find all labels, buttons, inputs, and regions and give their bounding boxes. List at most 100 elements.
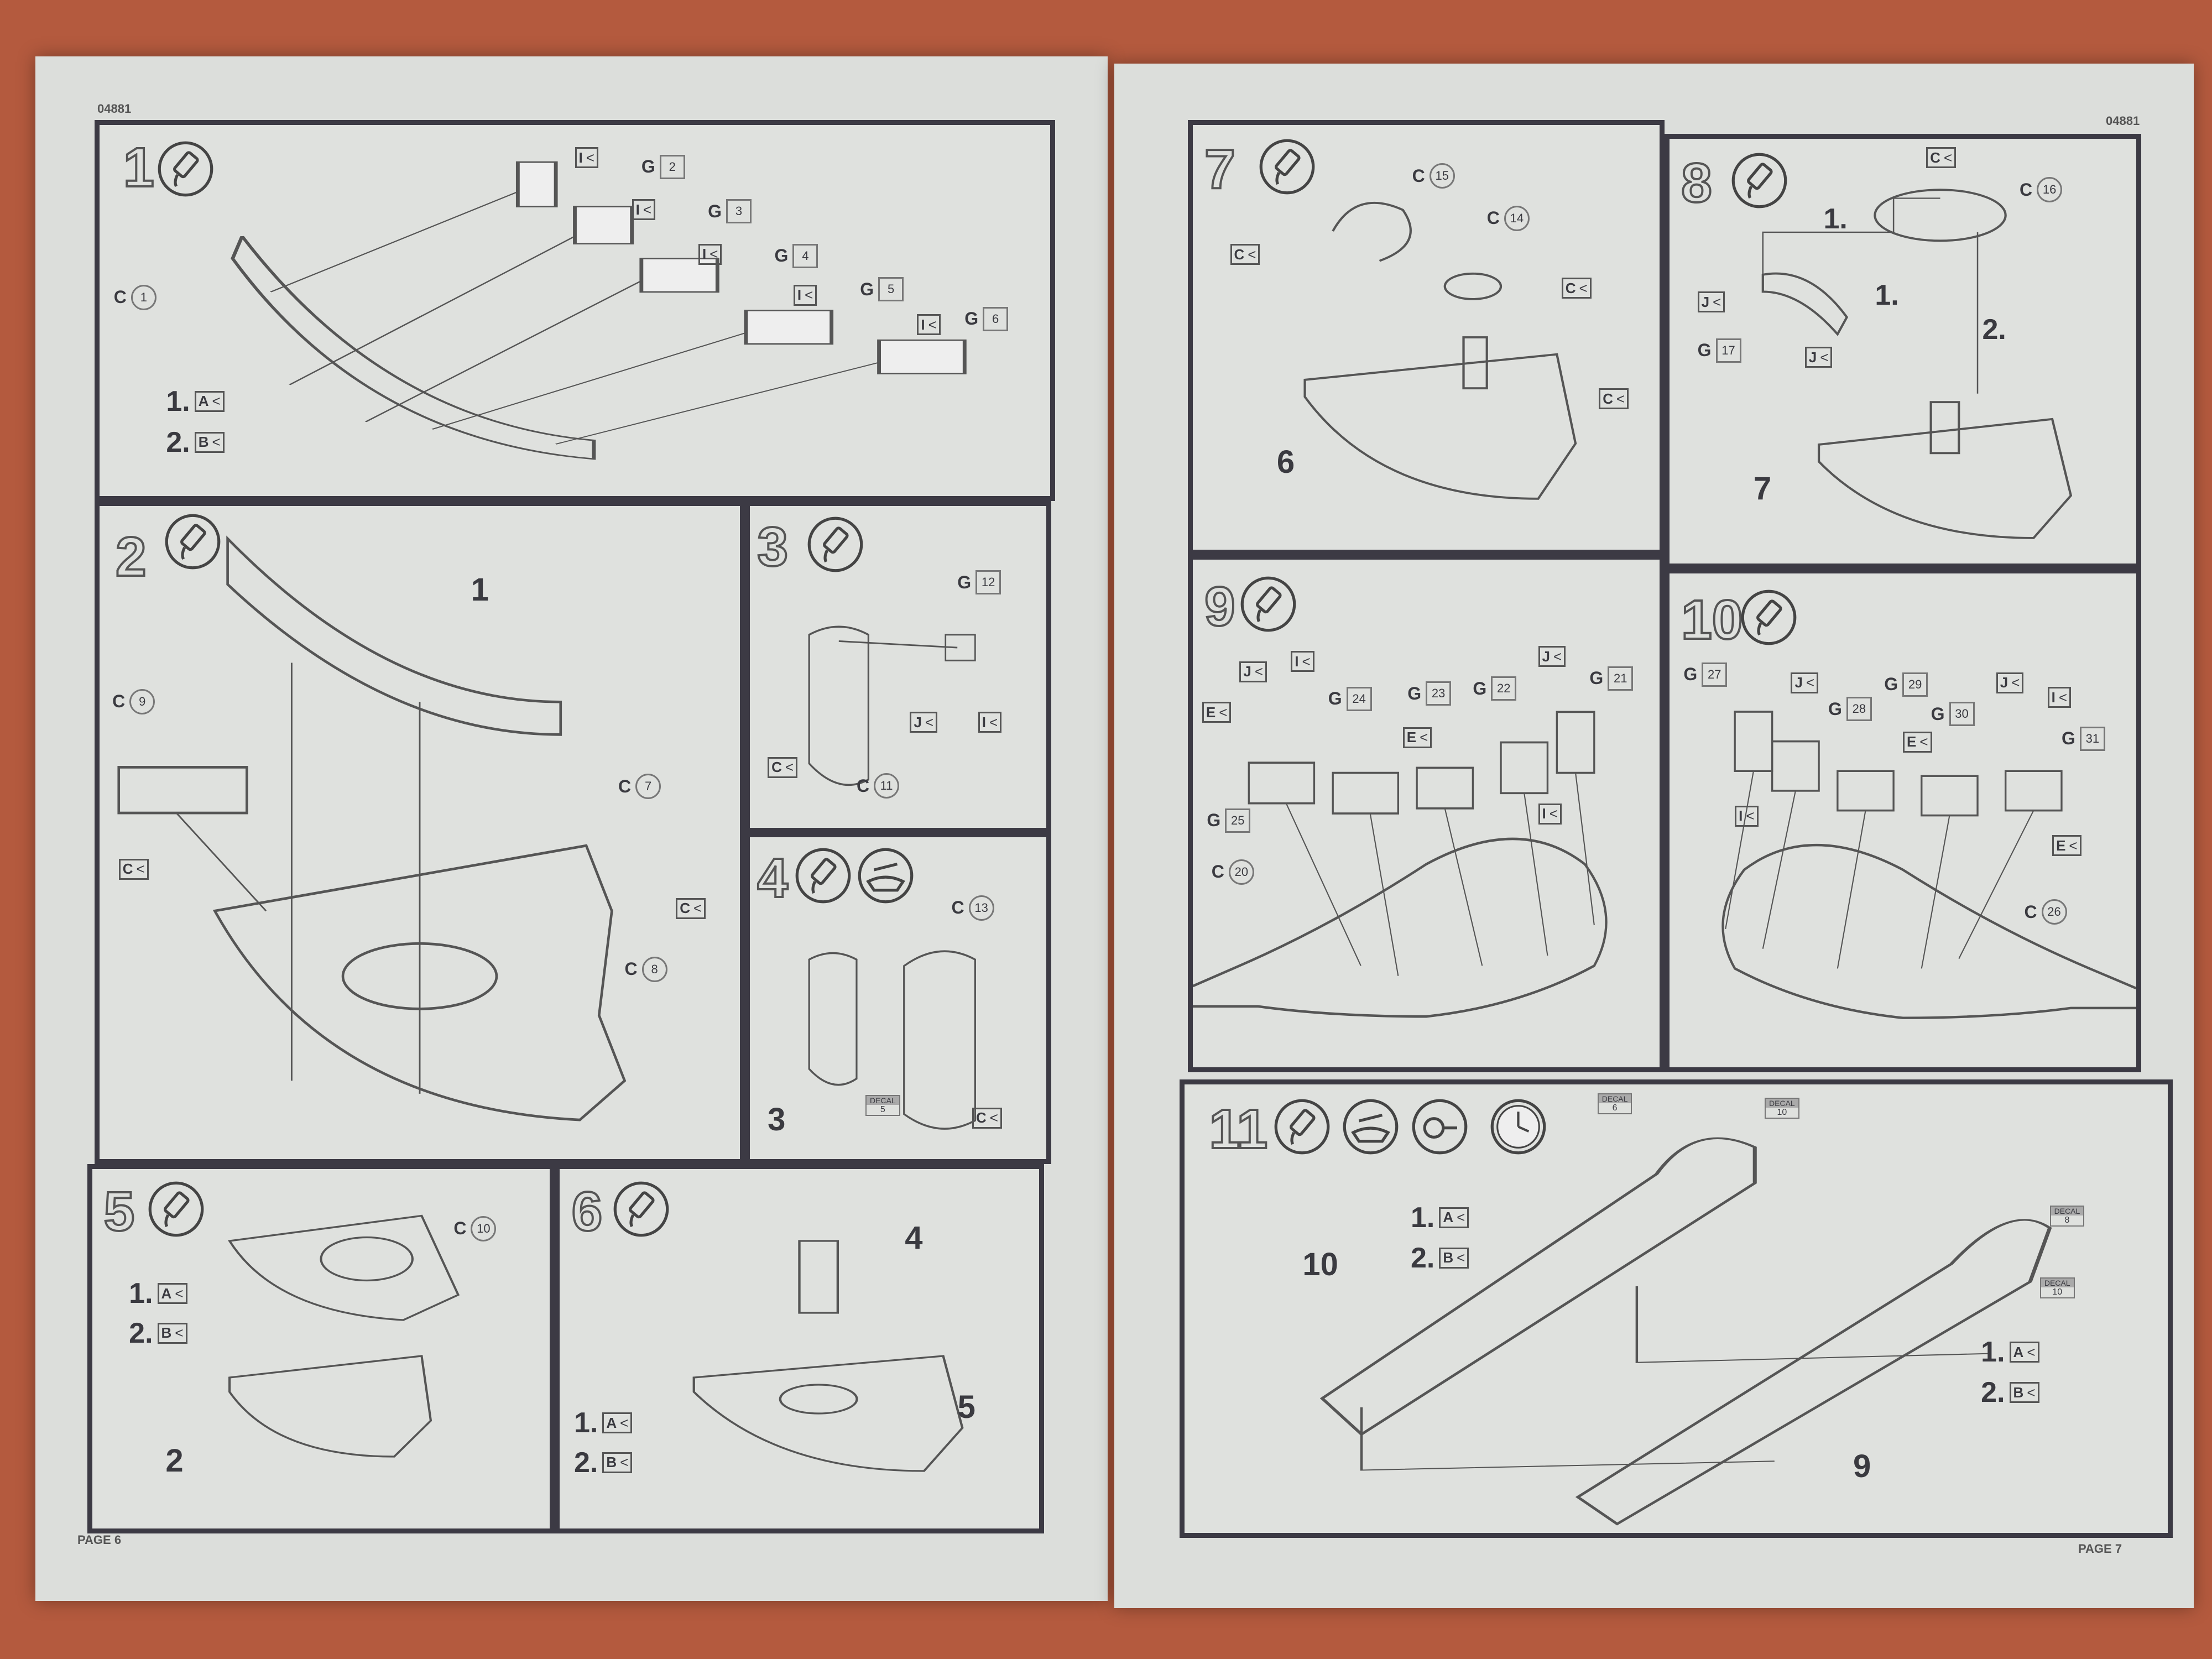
part-number: 6 <box>1276 444 1295 480</box>
sprue-flag: E <box>1402 727 1432 748</box>
sprue-flag: I <box>1735 805 1759 827</box>
sprue-flag: C <box>972 1107 1002 1129</box>
console-deck-drawing <box>1193 711 1608 1018</box>
decal-water-icon <box>857 847 915 905</box>
step-2-panel: 2 1 C9 C C7 C C8 <box>95 501 745 1164</box>
sprue-flag: J <box>1791 672 1819 693</box>
left-page-number: PAGE 6 <box>77 1533 122 1547</box>
glue-step-b: 2.B <box>166 426 225 459</box>
deck-assembly-drawing <box>1303 201 1577 500</box>
hull-assembly-drawing <box>1319 1137 2052 1526</box>
step-3-panel: 3 G12 J I C C11 <box>745 501 1051 833</box>
step-number: 11 <box>1208 1097 1269 1161</box>
cylinder-drawing <box>808 625 976 786</box>
glue-step-b: 2.B <box>1411 1241 1469 1275</box>
base-floor-drawing <box>117 535 627 1121</box>
sprue-flag: C <box>768 757 798 778</box>
step-number: 1 <box>122 135 155 200</box>
part-number: 9 <box>1853 1448 1871 1484</box>
step-number: 9 <box>1203 575 1237 639</box>
clock-icon <box>1489 1098 1547 1156</box>
step-number: 7 <box>1203 137 1237 201</box>
glue-step-b: 2.B <box>129 1317 187 1350</box>
glue-tube-icon <box>147 1180 205 1238</box>
sprue-flag: I <box>1538 803 1562 825</box>
right-page-number: PAGE 7 <box>2078 1542 2122 1556</box>
right-code: 04881 <box>2106 114 2140 128</box>
part-number: 1 <box>471 572 489 608</box>
sprue-flag: C <box>118 858 149 880</box>
sprue-flag: I <box>978 712 1002 733</box>
step-order: 1. <box>1875 279 1899 312</box>
sprue-flag: J <box>1804 347 1833 368</box>
glue-tube-icon <box>794 847 852 905</box>
glue-step-a: 1.A <box>166 385 225 418</box>
sprue-flag: I <box>575 147 598 169</box>
step-8-panel: 8 C C16 1. 1. 2. J G17 J 7 <box>1665 134 2141 568</box>
tape-icon <box>1411 1098 1469 1156</box>
sprue-flag: J <box>1239 661 1267 682</box>
step-6-panel: 6 4 5 1.A 2.B <box>555 1164 1044 1533</box>
sprue-flag: I <box>1291 651 1314 672</box>
deck-assembly-drawing <box>692 1240 964 1472</box>
step-number: 3 <box>756 515 789 579</box>
deck-drawing <box>227 1214 460 1458</box>
sprue-flag: C <box>1599 388 1629 410</box>
glue-tube-icon <box>1740 588 1798 646</box>
sprue-flag: I <box>698 243 722 265</box>
sprue-flag: I <box>2047 687 2072 708</box>
part-number: 10 <box>1302 1246 1338 1282</box>
step-9-panel: 9 J I E G24 G23 E G22 J G21 I G25 C20 <box>1188 555 1665 1072</box>
step-number: 6 <box>571 1180 604 1244</box>
step-number: 8 <box>1680 151 1713 215</box>
glue-tube-icon <box>1239 575 1297 633</box>
step-5-panel: 5 C10 1.A 2.B 2 <box>87 1164 555 1533</box>
curved-wall-drawing <box>231 161 967 460</box>
sprue-flag: I <box>632 199 656 221</box>
step-number: 10 <box>1680 588 1744 652</box>
glue-tube-icon <box>1730 152 1788 210</box>
bridge-assembly-drawing <box>1761 189 2073 539</box>
glue-step-a: 1.A <box>1981 1335 2039 1369</box>
glue-tube-icon <box>1273 1098 1331 1156</box>
glue-tube-icon <box>156 140 215 198</box>
glue-tube-icon <box>1258 138 1316 196</box>
sprue-flag: C <box>1561 278 1592 299</box>
step-1-panel: 1 C1 I G2 I G3 I G4 I G5 I G6 1.A 2.B <box>95 120 1055 501</box>
sprue-flag: J <box>1538 646 1566 667</box>
part-number: 3 <box>768 1102 786 1138</box>
step-7-panel: 7 C15 C14 C C C 6 <box>1188 120 1665 555</box>
sprue-flag: J <box>1996 672 2024 693</box>
sprue-flag: E <box>1903 731 1932 753</box>
glue-step-a: 1.A <box>1411 1201 1469 1234</box>
console-deck-drawing <box>1721 711 2136 1019</box>
step-number: 4 <box>756 846 789 910</box>
sprue-flag: E <box>2052 835 2081 857</box>
sprue-flag: E <box>1202 702 1232 723</box>
glue-step-b: 2.B <box>574 1446 633 1479</box>
